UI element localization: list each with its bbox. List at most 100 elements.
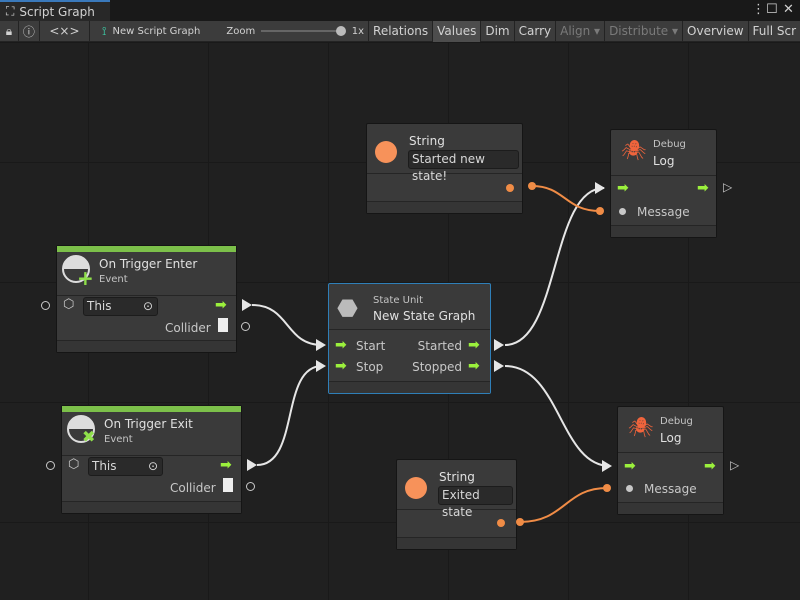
plus-icon: + [77, 266, 94, 290]
node-subtitle: Event [99, 274, 128, 285]
align-dropdown[interactable]: Align ▾ [556, 21, 605, 42]
node-subtitle: Event [104, 434, 133, 445]
start-input-port[interactable] [316, 339, 326, 351]
port-label: Message [637, 205, 690, 219]
graph-breadcrumb: ⟟ New Script Graph Zoom 1x [90, 21, 369, 42]
debug-log-node-1[interactable]: 🕷︎ Debug Log ➡ ➡ Message [610, 129, 717, 238]
cube-icon: ⬡ [63, 297, 74, 312]
state-unit-icon: ⬣ [337, 294, 358, 322]
object-picker-icon[interactable]: ⊙ [148, 458, 158, 475]
node-title: String [409, 134, 445, 148]
zoom-slider-thumb[interactable] [336, 26, 346, 36]
target-value: This [87, 299, 112, 313]
tab-script-graph[interactable]: ⛶ Script Graph [0, 0, 110, 21]
flow-out-arrow-icon[interactable]: ➡ [215, 299, 227, 311]
zoom-value: 1x [352, 26, 364, 37]
target-input-port[interactable] [41, 301, 50, 310]
node-subtitle: State Unit [373, 295, 423, 306]
flow-output-port[interactable]: ▷ [723, 180, 732, 194]
node-subtitle: Debug [660, 416, 693, 427]
zoom-label: Zoom [226, 26, 255, 37]
started-output-port[interactable] [494, 339, 504, 351]
flow-in-arrow-icon[interactable]: ➡ [624, 460, 636, 472]
stopped-output-port[interactable] [494, 360, 504, 372]
collider-output-port[interactable] [241, 322, 250, 331]
debug-log-node-2[interactable]: 🕷︎ Debug Log ➡ ➡ Message [617, 406, 724, 515]
output-port-external[interactable] [528, 182, 536, 190]
string-node-1[interactable]: String Started new state! [366, 123, 523, 214]
distribute-dropdown[interactable]: Distribute ▾ [605, 21, 683, 42]
value-input-port[interactable] [596, 207, 604, 215]
overview-button[interactable]: Overview [683, 21, 749, 42]
object-picker-icon[interactable]: ⊙ [143, 298, 153, 315]
flow-out-arrow-icon[interactable]: ➡ [468, 339, 480, 351]
title-bar: ⛶ Script Graph ⋮ ☐ ✕ [0, 0, 800, 21]
close-icon[interactable]: ✕ [783, 2, 794, 17]
port-label: Collider [165, 321, 211, 335]
cube-icon: ⬡ [68, 457, 79, 472]
message-port[interactable] [619, 208, 626, 215]
flow-in-arrow-icon[interactable]: ➡ [335, 360, 347, 372]
state-unit-node[interactable]: ⬣ State Unit New State Graph ➡ Start Sta… [328, 283, 491, 394]
target-value: This [92, 459, 117, 473]
output-port-external[interactable] [516, 518, 524, 526]
flow-out-arrow-icon[interactable]: ➡ [468, 360, 480, 372]
on-trigger-exit-node[interactable]: ✖ On Trigger Exit Event ⬡ This ⊙ ➡ Collid… [61, 405, 242, 514]
flow-in-arrow-icon[interactable]: ➡ [617, 182, 629, 194]
on-trigger-enter-node[interactable]: + On Trigger Enter Event ⬡ This ⊙ ➡ Colli… [56, 245, 237, 353]
port-label: Start [356, 339, 385, 353]
zoom-slider[interactable] [261, 26, 346, 36]
target-input-port[interactable] [46, 461, 55, 470]
toolbar: 🔒︎ ⓘ <×> ⟟ New Script Graph Zoom 1x Rela… [0, 21, 800, 42]
flow-in-arrow-icon[interactable]: ➡ [335, 339, 347, 351]
flow-out-arrow-icon[interactable]: ➡ [704, 460, 716, 472]
info-icon[interactable]: ⓘ [19, 21, 40, 42]
node-title: String [439, 470, 475, 484]
stop-input-port[interactable] [316, 360, 326, 372]
flow-out-arrow-icon[interactable]: ➡ [697, 182, 709, 194]
string-node-2[interactable]: String Exited state [396, 459, 517, 550]
hierarchy-icon: ⛶ [6, 4, 14, 19]
port-label: Stopped [412, 360, 462, 374]
lock-icon[interactable]: 🔒︎ [0, 21, 19, 42]
graph-name[interactable]: New Script Graph [113, 26, 201, 37]
node-title: Log [660, 431, 681, 445]
document-icon [223, 478, 233, 492]
dim-button[interactable]: Dim [481, 21, 514, 42]
carry-button[interactable]: Carry [515, 21, 557, 42]
more-icon[interactable]: ⋮ [752, 2, 765, 17]
message-port[interactable] [626, 485, 633, 492]
flow-input-port[interactable] [602, 460, 612, 472]
flow-output-port[interactable] [247, 459, 257, 471]
relations-button[interactable]: Relations [369, 21, 433, 42]
node-title: New State Graph [373, 309, 475, 323]
node-title: On Trigger Enter [99, 257, 197, 271]
target-field[interactable]: This ⊙ [83, 297, 158, 316]
string-icon [375, 141, 397, 163]
string-value-input[interactable]: Exited state [438, 486, 513, 505]
flow-out-arrow-icon[interactable]: ➡ [220, 459, 232, 471]
value-input-port[interactable] [603, 484, 611, 492]
values-button[interactable]: Values [433, 21, 481, 42]
collider-output-port[interactable] [246, 482, 255, 491]
target-field[interactable]: This ⊙ [88, 457, 163, 476]
node-title: On Trigger Exit [104, 417, 193, 431]
output-port[interactable] [497, 519, 505, 527]
flow-output-port[interactable]: ▷ [730, 458, 739, 472]
full-screen-button[interactable]: Full Scr [749, 21, 800, 42]
port-label: Message [644, 482, 697, 496]
code-button[interactable]: <×> [40, 21, 90, 42]
graph-icon: ⟟ [102, 24, 106, 39]
string-value-input[interactable]: Started new state! [408, 150, 519, 169]
node-title: Log [653, 154, 674, 168]
maximize-icon[interactable]: ☐ [766, 2, 778, 17]
port-label: Stop [356, 360, 383, 374]
flow-input-port[interactable] [595, 182, 605, 194]
bug-icon: 🕷︎ [628, 415, 653, 439]
flow-output-port[interactable] [242, 299, 252, 311]
output-port[interactable] [506, 184, 514, 192]
document-icon [218, 318, 228, 332]
port-label: Collider [170, 481, 216, 495]
x-icon: ✖ [82, 427, 95, 446]
bug-icon: 🕷︎ [621, 138, 646, 162]
